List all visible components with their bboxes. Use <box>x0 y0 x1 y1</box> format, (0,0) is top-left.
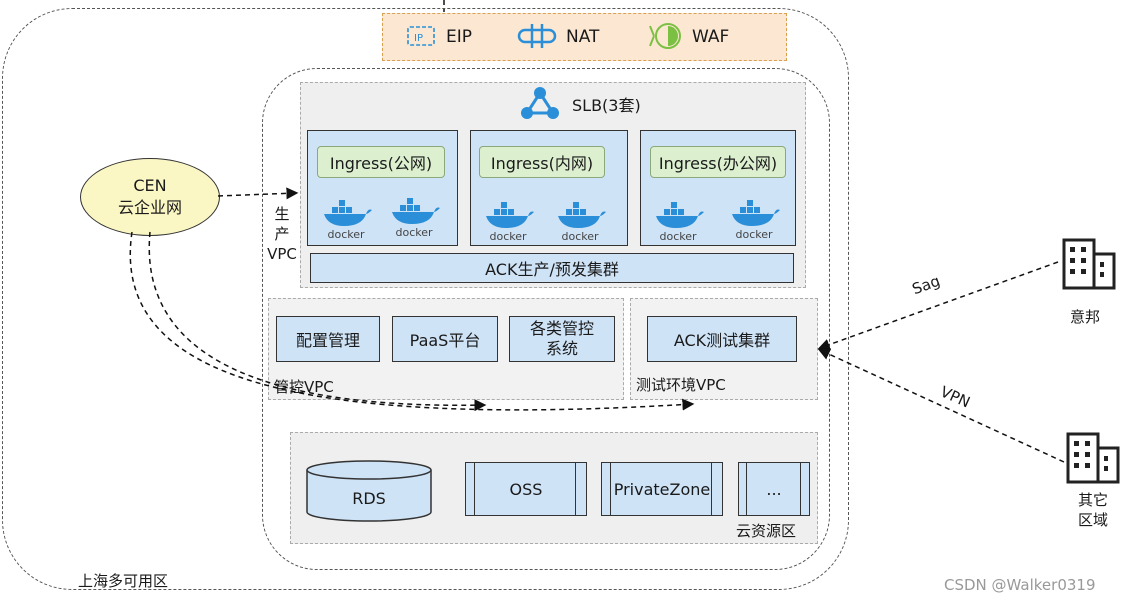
svg-text:IP: IP <box>414 33 423 44</box>
docker-icon: docker <box>318 200 374 244</box>
docker-icon: docker <box>552 202 608 246</box>
more-bar-right <box>800 463 801 515</box>
docker-label: docker <box>561 230 599 243</box>
rds-label: RDS <box>352 488 386 508</box>
docker-icon: docker <box>386 198 442 242</box>
cen-line2: 云企业网 <box>117 198 182 217</box>
docker-label: docker <box>395 226 433 239</box>
privatezone-box: PrivateZone <box>601 462 723 516</box>
ack-prod-cluster: ACK生产/预发集群 <box>310 253 794 283</box>
vpn-connector <box>817 348 1065 463</box>
building-icon <box>1066 430 1122 486</box>
sag-connector <box>817 261 1059 351</box>
building-icon <box>1062 236 1118 292</box>
docker-label: docker <box>659 230 697 243</box>
site-yibang-label: 意邦 <box>1070 308 1101 326</box>
cen-line1: CEN <box>133 176 167 195</box>
rds-cylinder <box>306 460 432 522</box>
site-other-label: 其它 区域 <box>1078 491 1109 529</box>
watermark: CSDN @Walker0319 <box>944 576 1096 594</box>
prod-vpc-label: 生 产 VPC <box>267 205 297 263</box>
eip-icon: IP <box>406 24 436 48</box>
docker-label: docker <box>735 228 773 241</box>
more-box: ... <box>738 462 810 516</box>
zone-label: 上海多可用区 <box>78 572 169 590</box>
oss-bar-left <box>474 463 475 515</box>
privatezone-bar-right <box>711 463 712 515</box>
ack-test-cluster: ACK测试集群 <box>647 316 797 362</box>
top-services-bar <box>382 13 787 61</box>
slb-icon <box>519 85 561 121</box>
waf-label: WAF <box>692 27 730 47</box>
mgmt-vpc-label: 管控VPC <box>274 378 334 396</box>
more-bar-left <box>746 463 747 515</box>
docker-icon: docker <box>726 200 782 244</box>
nat-label: NAT <box>566 27 600 47</box>
mgmt-config: 配置管理 <box>276 316 380 362</box>
cloud-zone-label: 云资源区 <box>736 522 797 540</box>
docker-icon: docker <box>480 202 536 246</box>
nat-icon <box>516 21 558 51</box>
ingress-office: Ingress(办公网) <box>650 146 786 178</box>
privatezone-bar-left <box>610 463 611 515</box>
eip-label: EIP <box>446 27 473 47</box>
docker-label: docker <box>489 230 527 243</box>
ingress-public: Ingress(公网) <box>317 146 445 178</box>
waf-icon <box>648 20 684 52</box>
mgmt-paas: PaaS平台 <box>392 316 498 362</box>
ingress-internal: Ingress(内网) <box>479 146 605 178</box>
oss-bar-right <box>575 463 576 515</box>
test-vpc-label: 测试环境VPC <box>636 376 726 394</box>
docker-label: docker <box>327 228 365 241</box>
vpn-label: VPN <box>937 382 973 412</box>
oss-box: OSS <box>465 462 587 516</box>
cen-ellipse: CEN 云企业网 <box>80 158 220 236</box>
docker-icon: docker <box>650 202 706 246</box>
sag-label: Sag <box>909 271 943 299</box>
mgmt-systems: 各类管控 系统 <box>509 316 615 362</box>
slb-label: SLB(3套) <box>572 96 641 115</box>
